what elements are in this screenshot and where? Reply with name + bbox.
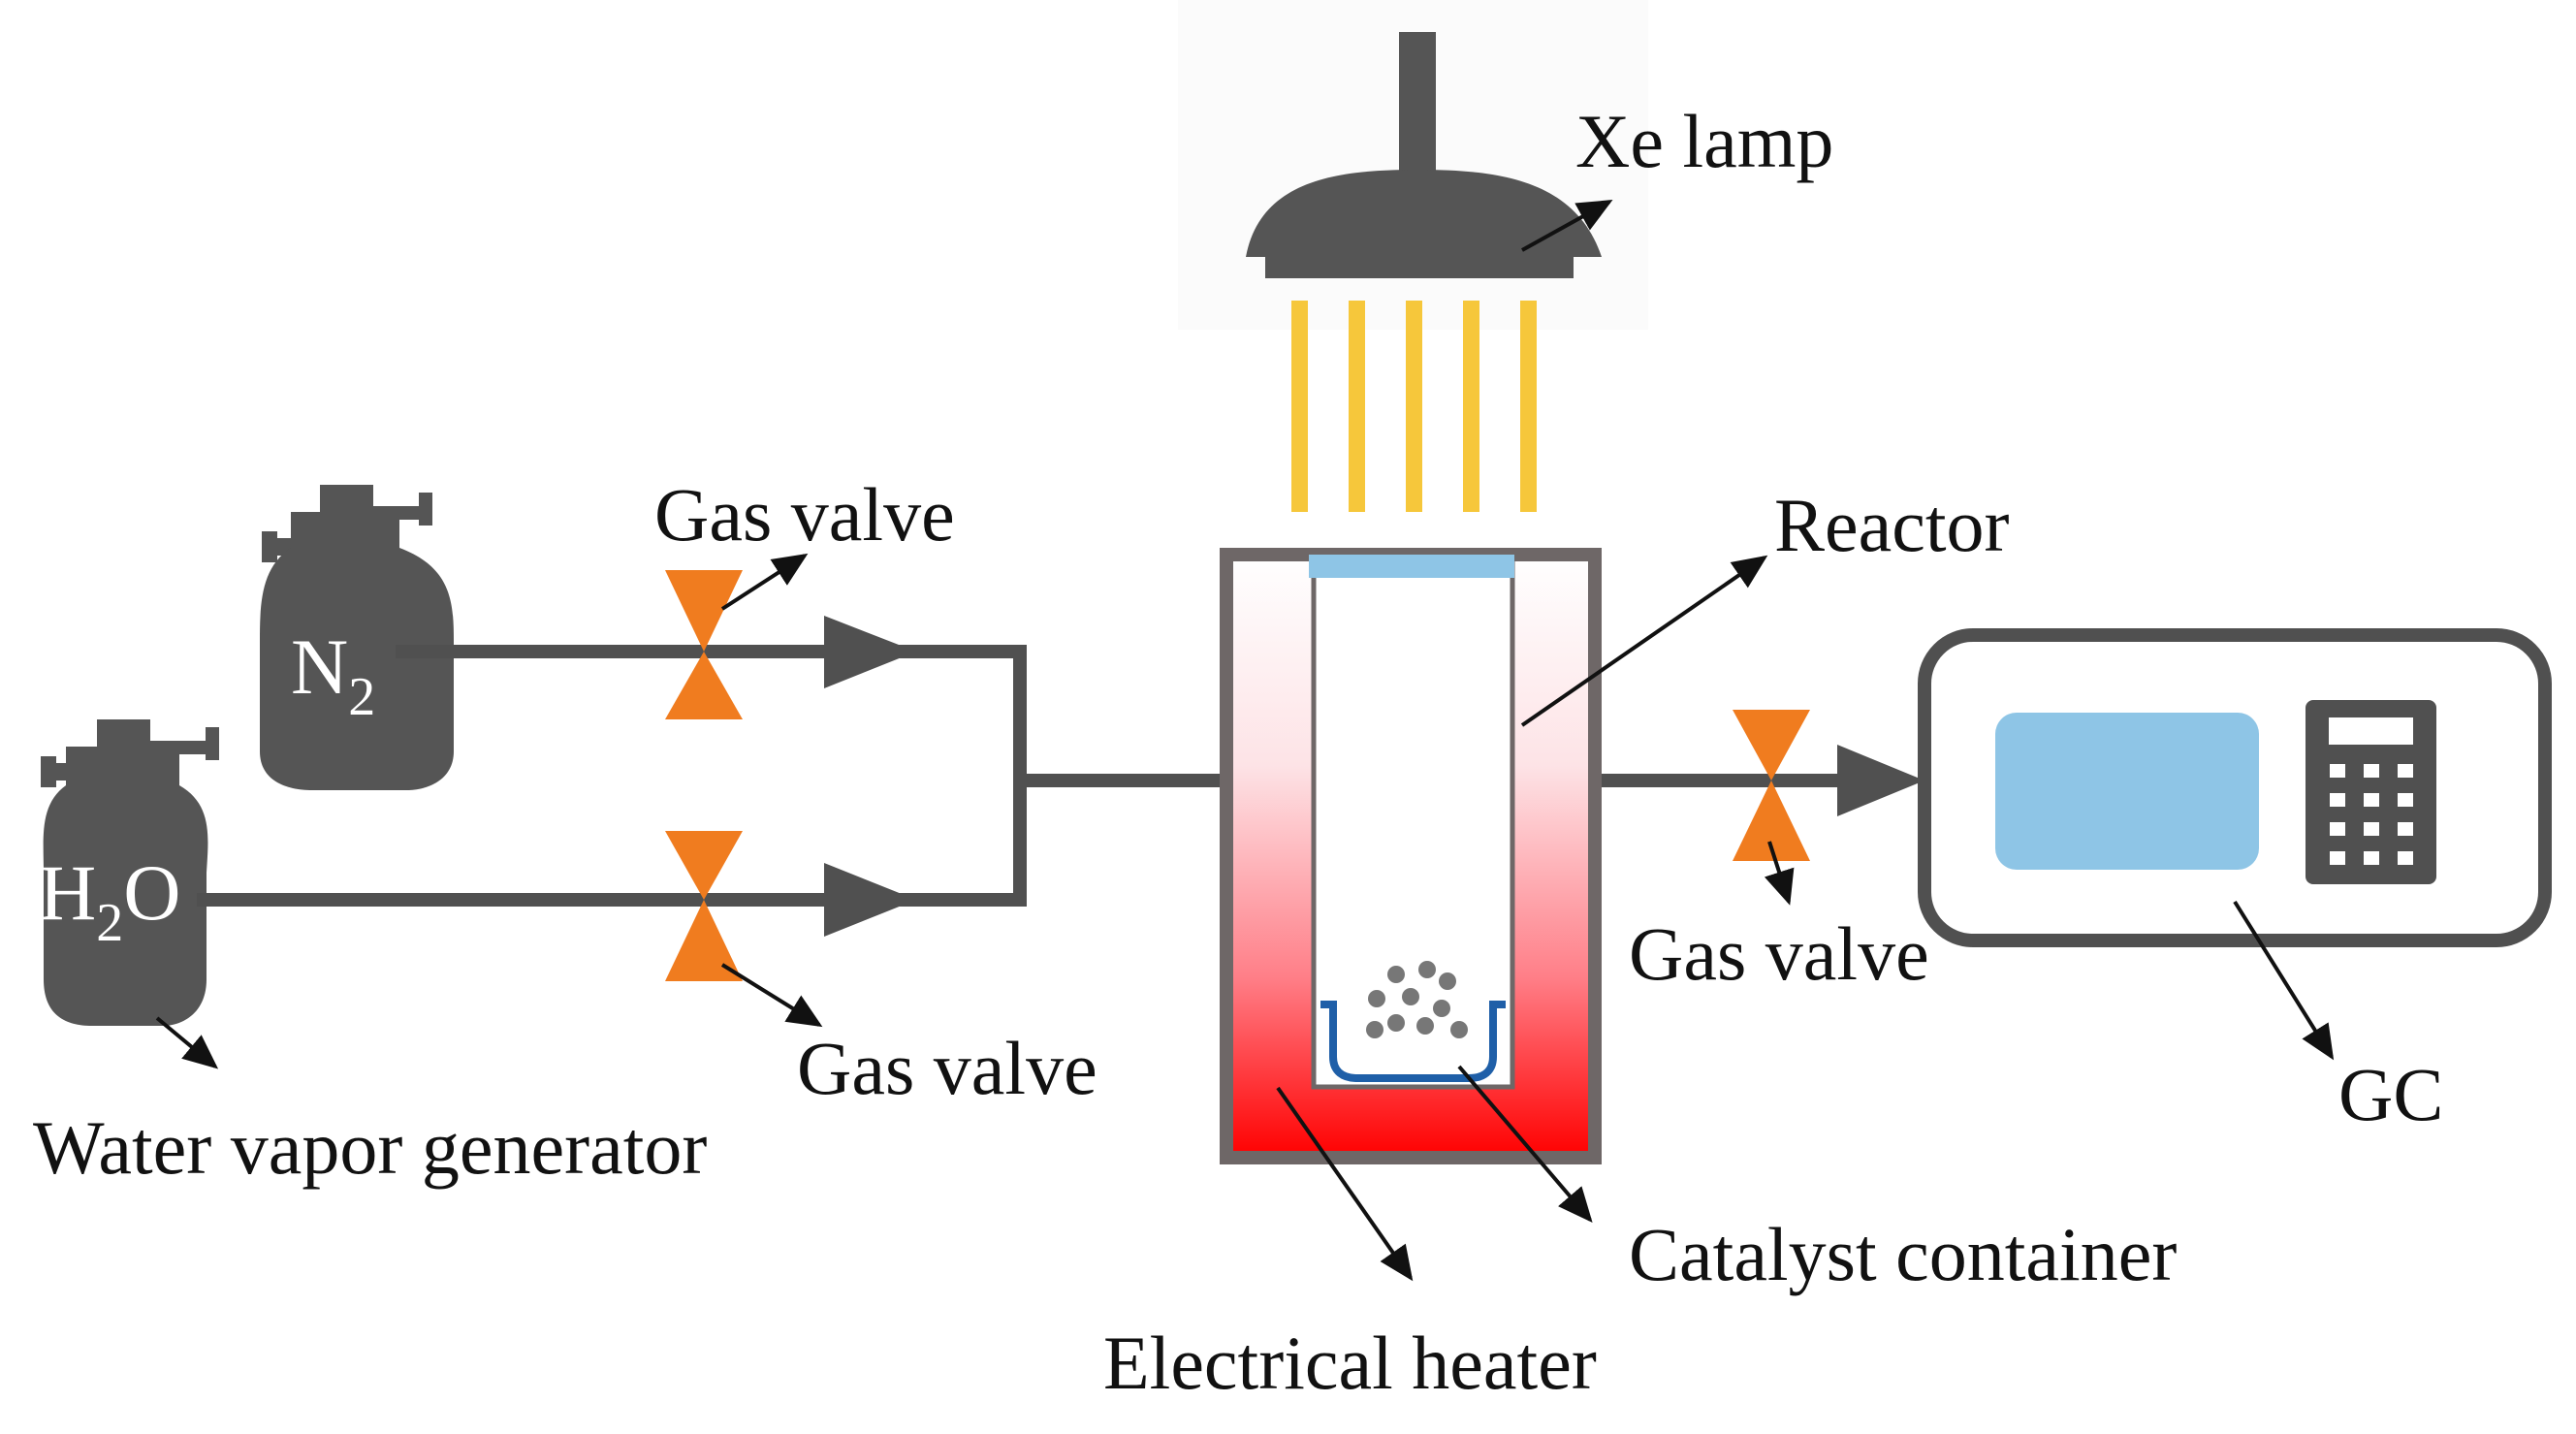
n2-symbol: N2 bbox=[291, 622, 375, 727]
gc-keypad bbox=[2306, 700, 2436, 884]
gc-screen bbox=[1995, 713, 2259, 870]
gas-valve-n2-label: Gas valve bbox=[654, 472, 955, 557]
light-beams bbox=[1291, 301, 1537, 512]
water-vapor-generator-label: Water vapor generator bbox=[33, 1105, 707, 1190]
lamp-rim bbox=[1265, 257, 1574, 278]
gc-display bbox=[2329, 717, 2413, 745]
catalyst-container bbox=[1320, 961, 1506, 1082]
n2-flow-arrow bbox=[824, 616, 916, 688]
reactor-tube bbox=[1311, 558, 1515, 1090]
reactor bbox=[1309, 555, 1515, 1090]
n2-cylinder: N2 bbox=[260, 485, 454, 790]
n2-tank-body bbox=[260, 512, 454, 790]
lamp-stem bbox=[1399, 32, 1436, 184]
gas-valve-outlet[interactable] bbox=[1733, 710, 1810, 861]
h2o-tank-body bbox=[43, 747, 208, 1026]
gc-keys bbox=[2330, 764, 2413, 865]
catalyst-container-label: Catalyst container bbox=[1629, 1212, 2177, 1296]
electrical-heater-label: Electrical heater bbox=[1103, 1321, 1597, 1405]
outlet-flow-arrow bbox=[1837, 745, 1924, 816]
pointer-lines bbox=[155, 553, 2335, 1282]
reactor-label: Reactor bbox=[1774, 483, 2010, 567]
h2o-flow-arrow bbox=[824, 863, 916, 937]
h2o-cylinder: H2O bbox=[39, 719, 219, 1026]
gas-valve-outlet-label: Gas valve bbox=[1629, 911, 1929, 996]
gas-valve-h2o[interactable] bbox=[665, 831, 743, 981]
gc-instrument bbox=[1918, 628, 2552, 947]
xe-lamp-pointer bbox=[1521, 200, 1613, 252]
flow-arrows bbox=[824, 616, 1924, 937]
reactor-window bbox=[1309, 555, 1514, 578]
catalyst-tray bbox=[1320, 1001, 1506, 1082]
gas-valve-n2[interactable] bbox=[665, 570, 743, 719]
catalyst-particles bbox=[1366, 961, 1468, 1038]
xe-lamp bbox=[1178, 0, 1648, 512]
xe-lamp-label: Xe lamp bbox=[1575, 99, 1833, 183]
h2o-symbol: H2O bbox=[39, 848, 180, 953]
gas-valve-h2o-label: Gas valve bbox=[797, 1026, 1097, 1110]
lamp-shade bbox=[1246, 170, 1602, 257]
gc-label: GC bbox=[2338, 1052, 2443, 1136]
